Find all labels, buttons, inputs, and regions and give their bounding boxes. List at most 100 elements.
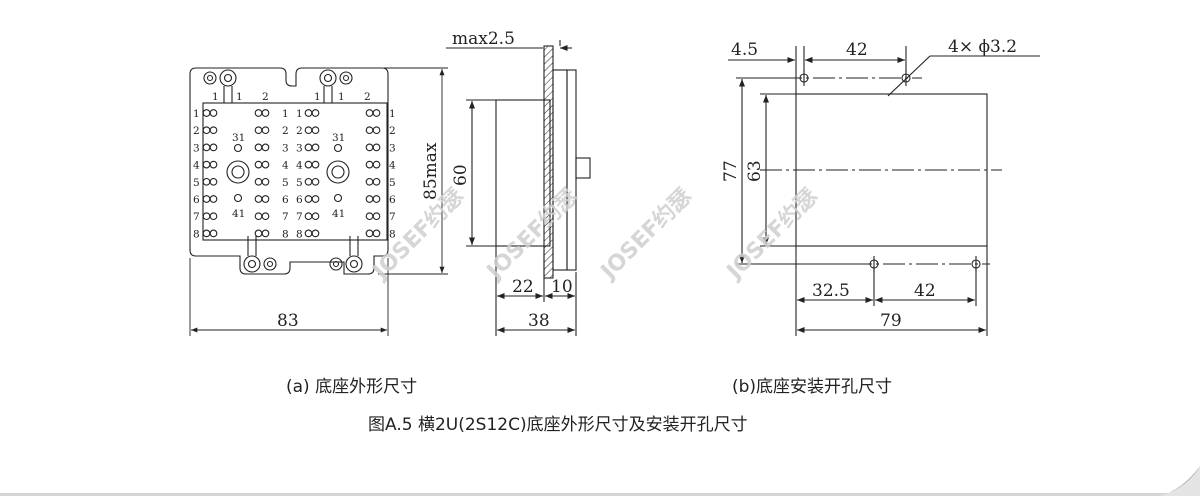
terminal-stub [575, 157, 591, 179]
mount-screw-bottom-left [243, 236, 277, 273]
row-label: 1 [193, 108, 200, 120]
dim-4-5: 4.5 [731, 40, 758, 60]
center-boss-right [326, 160, 350, 184]
terminal-pin-pair [304, 109, 320, 117]
subcaption-a: (a) 底座外形尺寸 [286, 377, 418, 397]
row-label: 8 [389, 228, 396, 240]
dim-38: 38 [528, 311, 550, 331]
inner-board [202, 102, 388, 241]
panel [552, 69, 568, 271]
row-label: 6 [282, 194, 289, 206]
row-label: 3 [296, 142, 303, 154]
pin-label: 31 [232, 132, 245, 144]
subcaption-b: (b)底座安装开孔尺寸 [732, 377, 893, 397]
row-label: 1 [389, 108, 396, 120]
watermark: JOSEF约瑟 [366, 183, 468, 285]
terminal-pin-pair [304, 229, 320, 238]
row-label: 6 [296, 194, 303, 206]
watermark: JOSEF约瑟 [594, 183, 696, 285]
terminal-pin-pair [304, 177, 320, 186]
top-label: 1 [212, 91, 219, 103]
top-label: 2 [262, 91, 269, 103]
row-label: 3 [193, 142, 200, 154]
terminal-pin-pair [365, 126, 381, 135]
terminal-pin-pair [202, 160, 218, 169]
terminal-pin-pair [365, 177, 381, 186]
page-curl-icon [1160, 466, 1200, 496]
terminal-pin-pair [202, 177, 218, 186]
dim-32-5: 32.5 [812, 281, 850, 301]
row-label: 4 [282, 160, 289, 172]
dim-79: 79 [880, 311, 902, 331]
row-label: 7 [193, 211, 200, 223]
terminal-pin-pair [254, 143, 270, 152]
terminal-pin-pair [254, 229, 270, 238]
watermark: JOSEF约瑟 [720, 183, 822, 285]
row-label: 1 [296, 108, 303, 120]
side-view [446, 40, 591, 336]
terminal-pin-pair [365, 143, 381, 152]
row-label: 3 [282, 142, 289, 154]
row-label: 7 [282, 211, 289, 223]
row-label: 4 [296, 160, 303, 172]
terminal-pin-columns [202, 109, 381, 238]
row-label: 2 [282, 125, 289, 137]
terminal-pin-pair [254, 177, 270, 186]
figure-caption: 图A.5 横2U(2S12C)底座外形尺寸及安装开孔尺寸 [368, 415, 748, 435]
mount-screw-bottom-right [329, 236, 363, 273]
hole-top-right [901, 70, 911, 86]
front-view [189, 67, 389, 275]
terminal-pin-pair [254, 195, 270, 203]
dim-63: 63 [745, 160, 765, 182]
terminal-pin-pair [365, 160, 381, 169]
row-label: 2 [296, 125, 303, 137]
terminal-pin-pair [365, 195, 381, 203]
mount-screw-top-left [203, 69, 237, 87]
terminal-pin-pair [304, 126, 320, 135]
pin-label: 41 [332, 208, 345, 220]
row-label: 7 [389, 211, 396, 223]
terminal-pin-pair [254, 212, 270, 221]
terminal-pin-pair [202, 229, 218, 238]
terminal-pin-pair [304, 143, 320, 152]
terminal-pin-pair [202, 143, 218, 152]
row-label: 5 [389, 177, 396, 189]
terminal-pin-pair [202, 195, 218, 203]
row-label: 6 [193, 194, 200, 206]
terminal-pin-pair [254, 109, 270, 117]
row-label: 8 [296, 228, 303, 240]
dim-width-83: 83 [277, 311, 299, 331]
terminal-pin-pair [254, 160, 270, 169]
top-label: 1 [314, 91, 321, 103]
row-label: 5 [296, 177, 303, 189]
dim-bottom-42: 42 [914, 281, 936, 301]
rear-block [566, 69, 577, 271]
pin-label: 41 [232, 208, 245, 220]
top-label: 1 [338, 91, 345, 103]
dim-max2-5: max2.5 [452, 29, 515, 49]
terminal-pin-pair [304, 160, 320, 169]
mount-plate [543, 45, 554, 279]
top-label: 2 [364, 91, 371, 103]
cutout-view [728, 46, 1040, 336]
front-dimensions [189, 67, 448, 336]
dim-height-85max: 85max [421, 142, 441, 200]
dim-77: 77 [721, 160, 741, 182]
terminal-pin-pair [202, 126, 218, 135]
row-label: 5 [282, 177, 289, 189]
top-label: 1 [236, 91, 243, 103]
terminal-pin-pair [365, 212, 381, 221]
dim-22: 22 [512, 277, 534, 297]
row-label: 2 [389, 125, 396, 137]
terminal-pin-pair [365, 229, 381, 238]
row-label: 4 [389, 160, 396, 172]
row-label: 4 [193, 160, 200, 172]
terminal-pin-pair [304, 212, 320, 221]
row-label: 6 [389, 194, 396, 206]
center-boss-left [226, 160, 250, 184]
dim-height-60: 60 [451, 164, 471, 186]
base-outline [189, 67, 389, 275]
mount-screw-top-right [319, 69, 353, 87]
row-label: 5 [193, 177, 200, 189]
